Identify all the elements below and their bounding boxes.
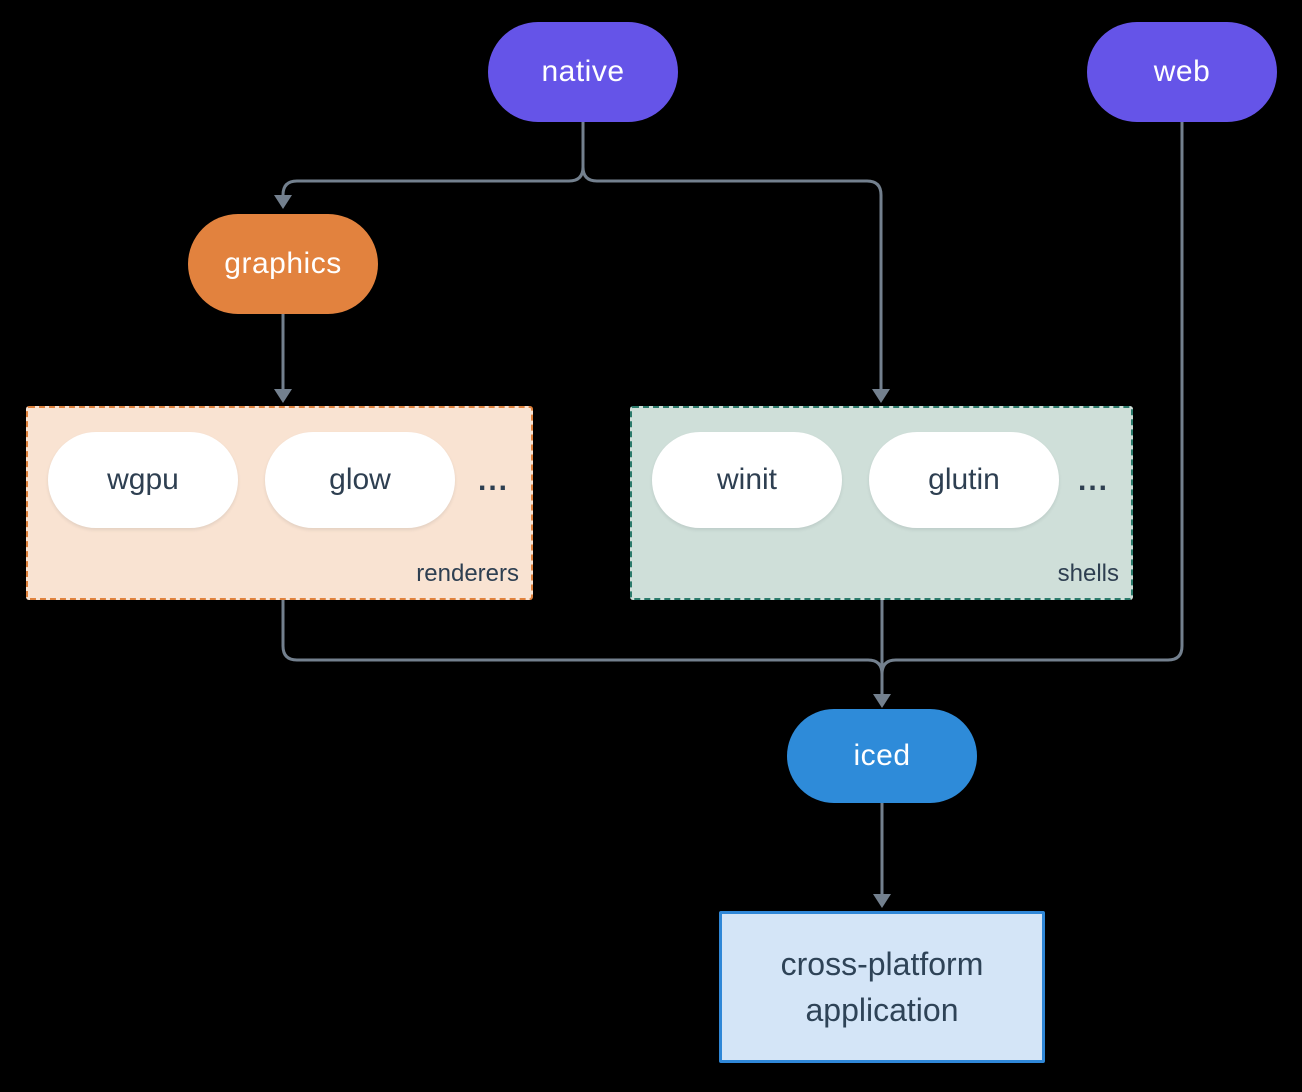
node-winit: winit (652, 432, 842, 528)
app-label-line2: application (805, 992, 959, 1028)
node-iced: iced (787, 709, 977, 803)
arrowhead-into-renderers (274, 389, 292, 403)
arrowhead-into-shells (872, 389, 890, 403)
edge-native-graphics (281, 122, 585, 196)
node-cross-platform-application: cross-platform application (719, 911, 1045, 1063)
node-glutin-label: glutin (928, 463, 1000, 496)
node-winit-label: winit (716, 463, 777, 496)
node-native: native (488, 22, 678, 122)
shells-group-label: shells (1057, 560, 1119, 587)
group-renderers: wgpu glow ... renderers (26, 406, 533, 600)
node-native-label: native (541, 55, 625, 88)
node-wgpu-label: wgpu (107, 463, 179, 496)
arrowhead-into-app (873, 894, 891, 908)
arrowhead-into-iced (873, 694, 891, 708)
node-wgpu: wgpu (48, 432, 238, 528)
node-graphics-label: graphics (224, 247, 342, 280)
renderers-group-label: renderers (416, 560, 519, 587)
app-label-line1: cross-platform (780, 946, 984, 982)
node-iced-label: iced (853, 739, 911, 772)
edge-native-shells (581, 122, 883, 389)
group-shells: winit glutin ... shells (630, 406, 1133, 600)
renderers-ellipsis: ... (477, 464, 509, 497)
node-glutin: glutin (869, 432, 1059, 528)
shells-ellipsis: ... (1077, 464, 1109, 497)
node-graphics: graphics (188, 214, 378, 314)
edge-renderers-iced (281, 600, 884, 675)
node-web-label: web (1153, 55, 1211, 88)
arrowhead-into-graphics (274, 195, 292, 209)
node-glow-label: glow (329, 463, 391, 496)
node-glow: glow (265, 432, 455, 528)
node-web: web (1087, 22, 1277, 122)
